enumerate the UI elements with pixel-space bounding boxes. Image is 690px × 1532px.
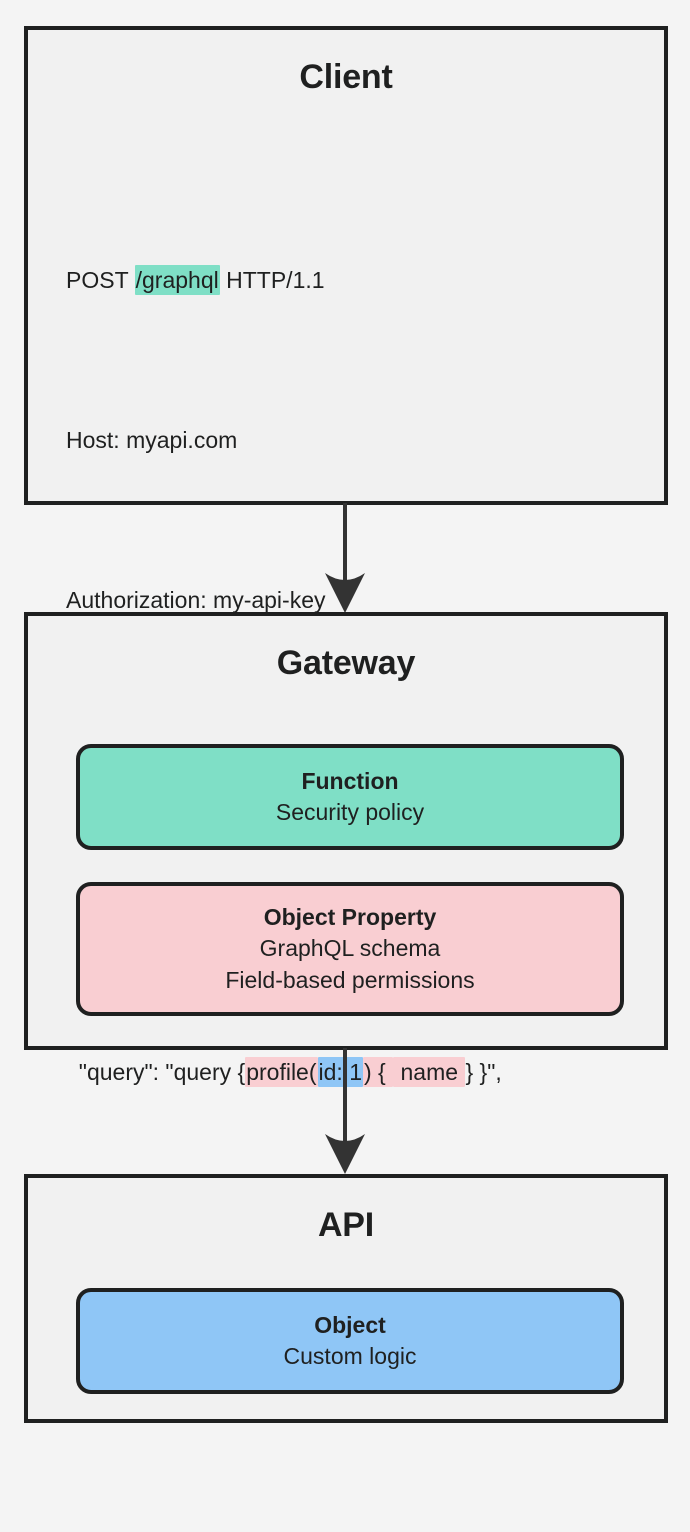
client-node: Client POST /graphql HTTP/1.1 Host: myap… (24, 26, 668, 1405)
query-key: "query": "query { (66, 1059, 246, 1085)
query-argument-id-highlight: id: 1 (317, 1057, 363, 1087)
api-node: API Object Custom logic (24, 1174, 668, 1423)
diagram-canvas: Client POST /graphql HTTP/1.1 Host: myap… (24, 26, 668, 1423)
request-protocol: HTTP/1.1 (219, 267, 325, 293)
request-header-host: Host: myapi.com (66, 427, 238, 453)
request-line-start: POST /graphql HTTP/1.1 (66, 260, 502, 300)
query-field-profile-highlight: profile( (245, 1057, 318, 1087)
gateway-node: Gateway Function Security policy Object … (24, 612, 668, 1050)
card-object-property-line-2: Field-based permissions (225, 967, 475, 993)
request-method: POST (66, 267, 135, 293)
client-request-block: POST /graphql HTTP/1.1 Host: myapi.com A… (66, 140, 502, 1532)
request-header-authorization: Authorization: my-api-key (66, 587, 326, 613)
card-object-property-title: Object Property (263, 904, 437, 930)
request-body-query-line: "query": "query {profile(id: 1) { name }… (66, 1052, 502, 1092)
card-object-title: Object (314, 1312, 386, 1338)
card-object: Object Custom logic (76, 1288, 624, 1394)
card-object-line-1: Custom logic (283, 1343, 417, 1369)
gateway-title: Gateway (276, 644, 416, 682)
query-selection-open-highlight: ) { (363, 1057, 394, 1087)
arrow-client-to-gateway (325, 503, 365, 613)
request-path-highlight: /graphql (134, 265, 220, 295)
card-function-title: Function (301, 768, 399, 794)
card-object-property-line-1: GraphQL schema (259, 935, 441, 961)
card-object-property: Object Property GraphQL schema Field-bas… (76, 882, 624, 1016)
card-function: Function Security policy (76, 744, 624, 850)
query-tail: } }", (465, 1059, 502, 1085)
api-title: API (317, 1206, 375, 1244)
arrow-gateway-to-api (325, 1048, 365, 1174)
query-field-name-highlight: name (393, 1057, 466, 1087)
card-function-line-1: Security policy (275, 799, 425, 825)
client-title: Client (299, 58, 393, 96)
